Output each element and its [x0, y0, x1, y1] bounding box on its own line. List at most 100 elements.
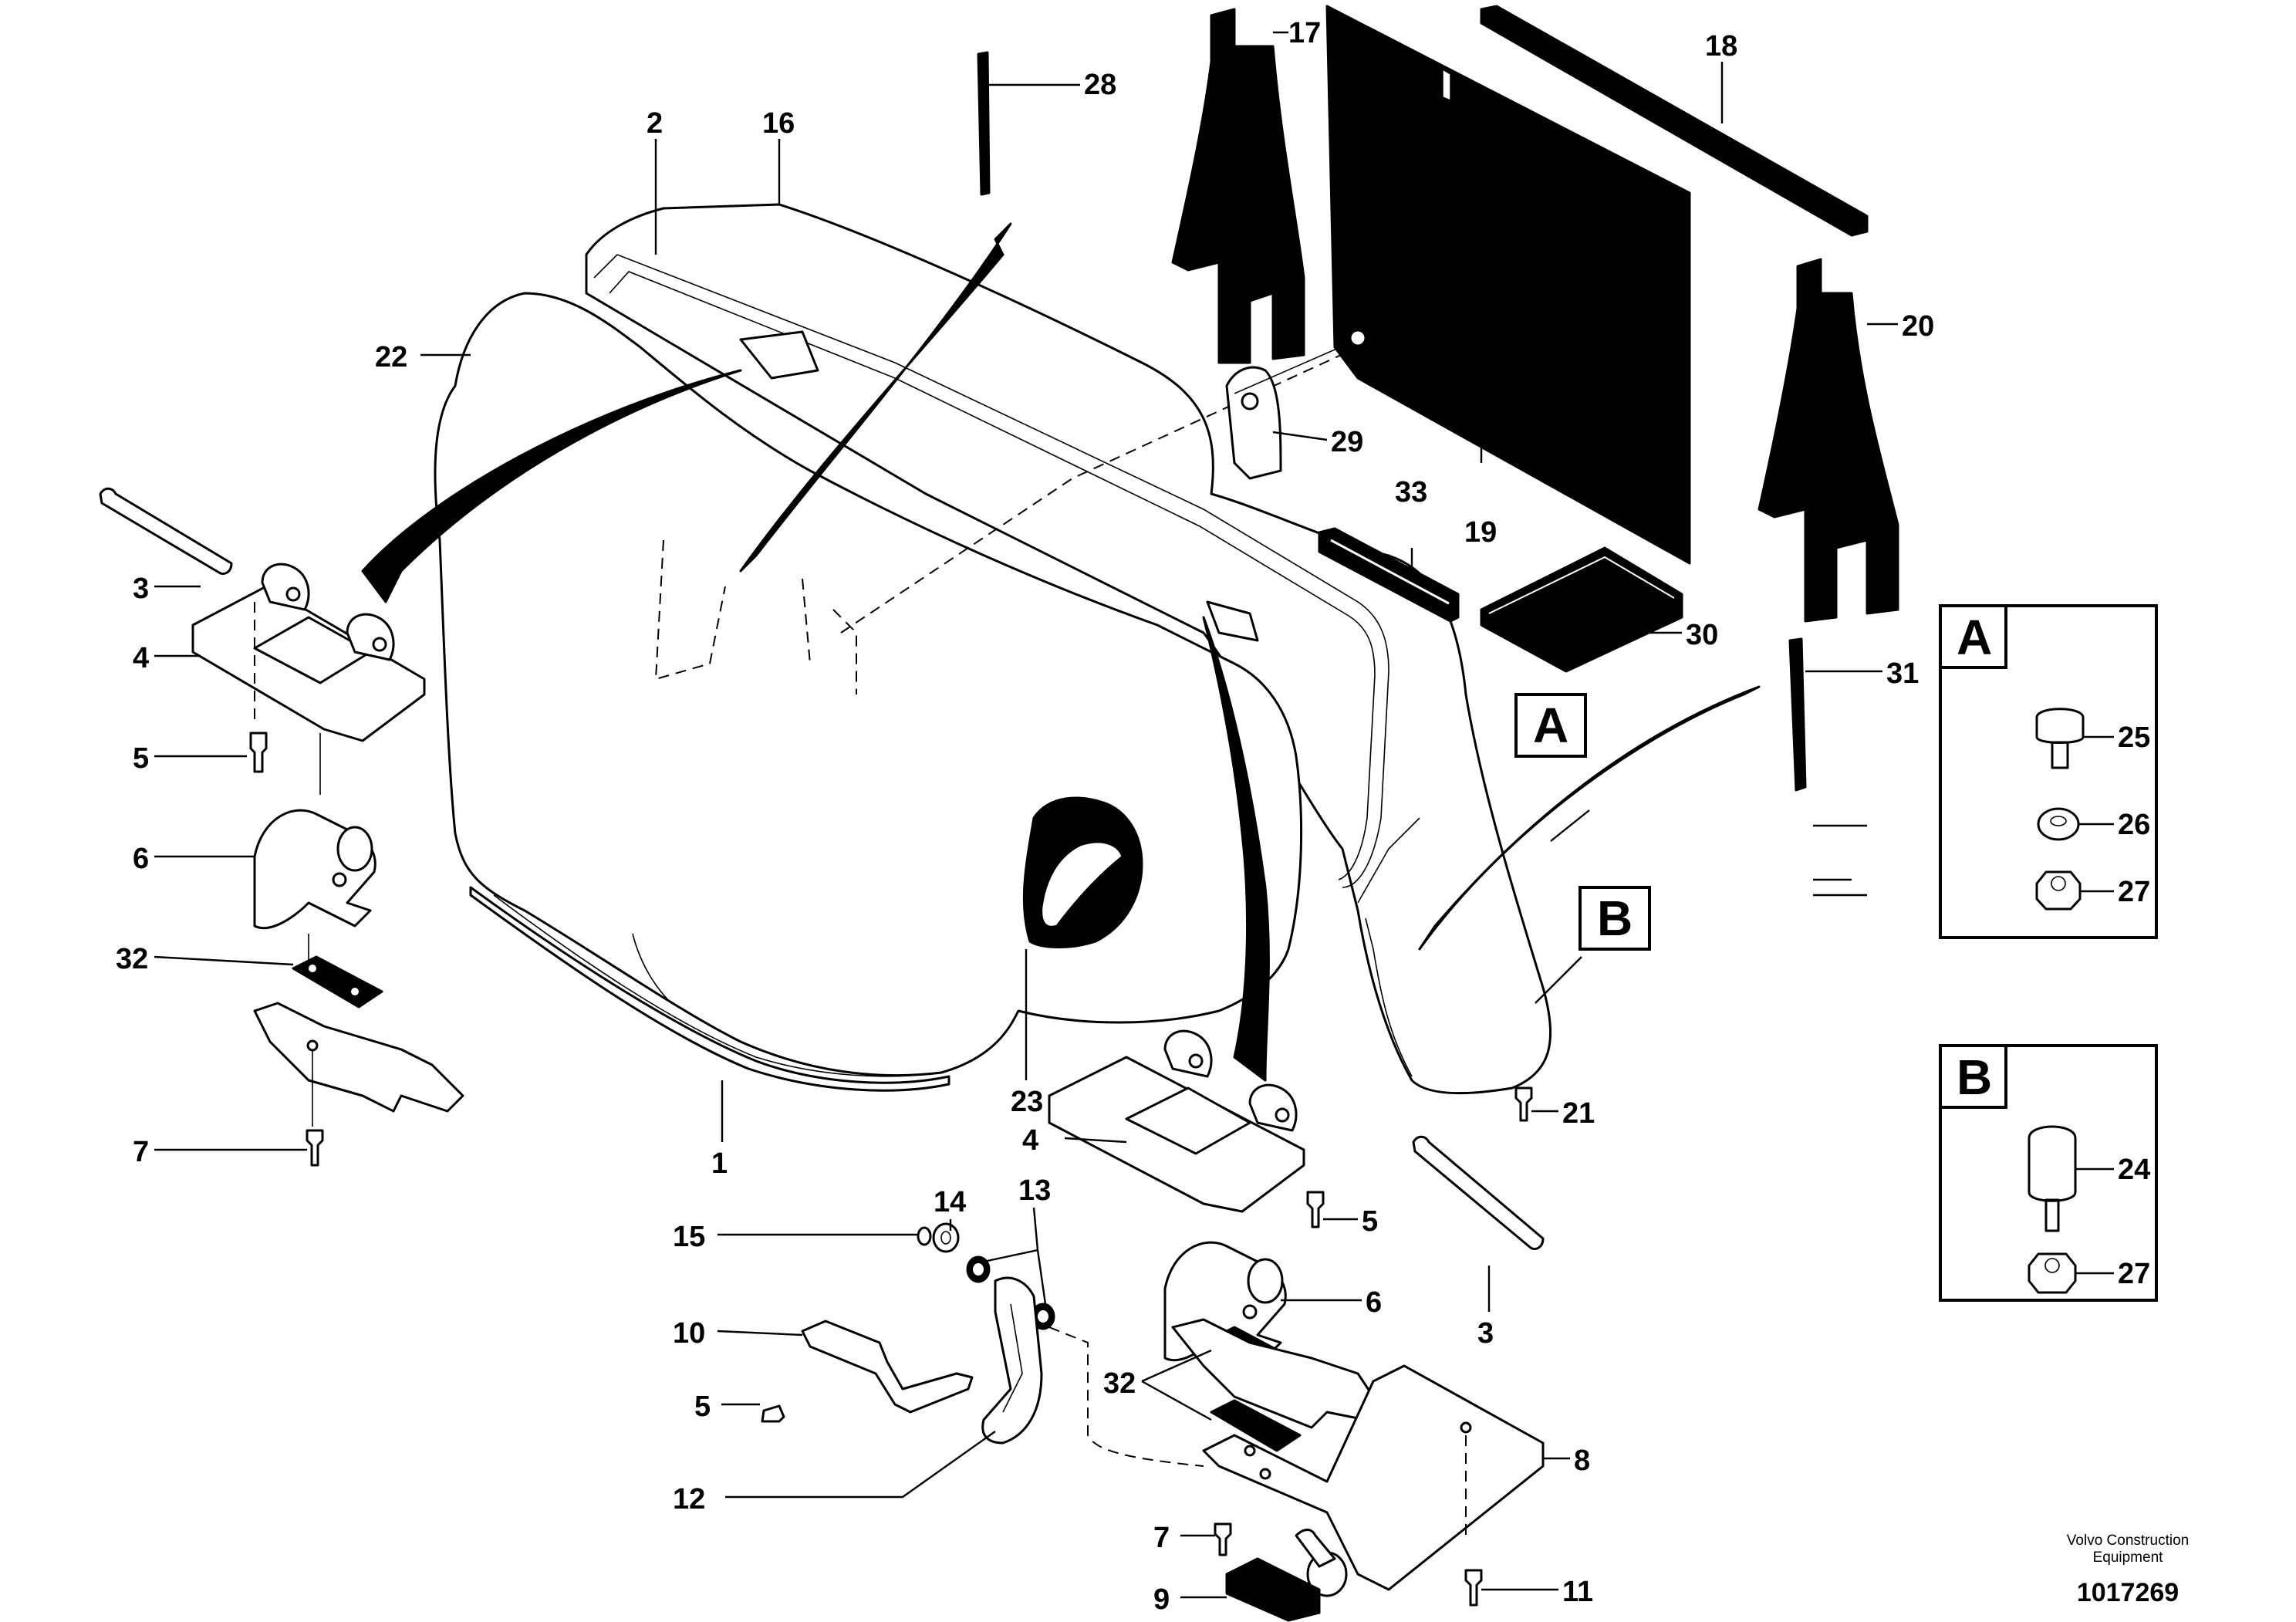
bracket-hole [1244, 1445, 1256, 1457]
insulation-mat-19 [1325, 5, 1691, 565]
hood-seal-strip-bracket [739, 330, 819, 380]
callout-20: 20 [1902, 310, 1934, 343]
arrow-to-detail-a [1418, 685, 1761, 951]
callout-29: 29 [1331, 426, 1363, 458]
detail-b-nut-27 [2028, 1252, 2077, 1294]
hood-seal-strip [593, 254, 1389, 888]
callout-14: 14 [934, 1186, 966, 1218]
mat-slot [1442, 68, 1451, 102]
hood-rear-shell [585, 203, 1552, 1095]
hinge-bracket-knuckle [1247, 1258, 1284, 1304]
latch-lever-12 [981, 1276, 1043, 1445]
callout-32a: 32 [116, 943, 148, 975]
washer-14 [932, 1222, 960, 1253]
detail-a-spacer-hole [2050, 816, 2067, 826]
bracket-hole [1259, 1468, 1271, 1480]
flag-a-letter: A [1533, 698, 1568, 753]
hood-decal-outline [654, 539, 857, 694]
shim-hole [351, 988, 359, 995]
insulation-parts [977, 5, 1899, 792]
callout-3a: 3 [133, 573, 149, 605]
assembly-direction-arrows [361, 222, 1761, 1082]
edge-strip-31 [1788, 637, 1807, 792]
brand-line-2: Equipment [2093, 1549, 2164, 1566]
detail-a-letter: A [1957, 610, 1992, 665]
bracket-hole [1241, 392, 1259, 411]
detail-a-callout-27: 27 [2118, 876, 2150, 908]
callout-5b: 5 [1362, 1205, 1378, 1238]
callout-30: 30 [1686, 619, 1718, 651]
hood-side-panel-edge [1365, 917, 1413, 1077]
arrow-to-hinge-right [1202, 616, 1270, 1082]
bolt-21 [1514, 1086, 1533, 1122]
detail-a-spacer-26 [2037, 807, 2080, 841]
washer-15 [917, 1226, 932, 1246]
callout-21: 21 [1562, 1097, 1595, 1130]
hood-front-cover-edge [493, 894, 942, 1077]
hinge-plate-cutout-right [1125, 1086, 1251, 1155]
callout-8: 8 [1574, 1445, 1590, 1477]
brand-line-1: Volvo Construction [2067, 1532, 2189, 1549]
hood-front-cover-bottom-lip [469, 886, 950, 1092]
callout-28: 28 [1084, 69, 1116, 101]
support-bracket-8 [1202, 1364, 1545, 1591]
detail-b-nut-hole [2044, 1258, 2060, 1273]
callout-33: 33 [1395, 476, 1427, 509]
callout-3b: 3 [1477, 1317, 1494, 1350]
callout-13: 13 [1018, 1174, 1051, 1207]
detail-a-box: A 25 26 27 [1939, 604, 2158, 939]
callout-15: 15 [673, 1221, 705, 1253]
callout-5c: 5 [694, 1391, 711, 1423]
callout-22: 22 [375, 341, 407, 373]
drawing-number: 1017269 [2077, 1578, 2179, 1607]
hinge-bracket-hole [1242, 1304, 1258, 1320]
hood-panel-fold [632, 817, 1420, 1004]
callout-31: 31 [1886, 657, 1919, 690]
latch-rod-10 [801, 1320, 974, 1414]
insulation-pin-28 [977, 51, 991, 196]
detail-a-stud-25 [2035, 708, 2085, 769]
pin-through-bracket [1234, 339, 1359, 394]
hinge-pin-hole [1188, 1053, 1204, 1069]
callout-9: 9 [1153, 1583, 1170, 1616]
hinge-rod-left [99, 487, 233, 575]
insulation-pad-30 [1480, 546, 1683, 673]
callout-11: 11 [1562, 1576, 1593, 1608]
insulation-bracket-left [1171, 8, 1305, 364]
hinge-pin-hole [372, 637, 387, 652]
washer-14-hole [940, 1231, 951, 1245]
detail-b-callout-24: 24 [2118, 1154, 2150, 1186]
mounting-bracket-29 [1225, 366, 1282, 480]
hinge-assembly-right [1048, 1029, 1545, 1622]
callout-2: 2 [647, 107, 663, 140]
channel-groove [1330, 539, 1450, 605]
latch-assembly [761, 1222, 1204, 1467]
detail-a-callout-26: 26 [2118, 809, 2150, 841]
hinge-bracket-hole [332, 872, 347, 887]
reference-flag-a: A [1514, 693, 1587, 758]
detail-b-letter: B [1957, 1049, 1992, 1105]
bracket-roller-pin [1295, 1529, 1336, 1568]
bolt-latch-5 [761, 1404, 785, 1423]
callout-32b: 32 [1103, 1367, 1136, 1400]
detail-a-callout-25: 25 [2118, 721, 2150, 754]
detail-a-nut-hole [2051, 876, 2066, 891]
callout-17: 17 [1288, 17, 1321, 49]
hinge-knuckle-right-2 [1248, 1083, 1298, 1132]
detail-b-box: B 24 27 [1939, 1044, 2158, 1302]
shim-left-32 [292, 955, 383, 1009]
hood-air-inlet-inner [1040, 840, 1124, 928]
hinge-bracket-axis [308, 733, 321, 961]
callout-12: 12 [673, 1483, 705, 1516]
hinge-pin-hole [285, 586, 301, 602]
shim-hole [309, 965, 316, 972]
shim-right-32b [1210, 1399, 1302, 1452]
bolt-right-5 [1306, 1191, 1325, 1228]
callout-6b: 6 [1366, 1286, 1382, 1319]
bracket-hole [1460, 1421, 1472, 1434]
callout-4a: 4 [133, 642, 149, 674]
bolt-left-5 [249, 732, 268, 773]
latch-link-path [1048, 1326, 1204, 1467]
